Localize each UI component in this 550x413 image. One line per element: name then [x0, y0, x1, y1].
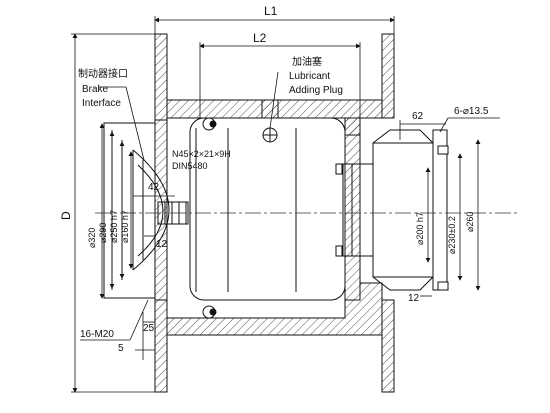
dim-200-label: ⌀200 h7 — [415, 212, 425, 245]
dimension-lines — [71, 16, 500, 393]
brake-interface-en-2: Interface — [82, 98, 121, 109]
right-flange — [381, 33, 395, 119]
dim-25-label: 25 — [143, 323, 155, 334]
left-flange — [154, 33, 168, 121]
dim-5-label: 5 — [118, 343, 124, 354]
motor-flange — [335, 129, 449, 291]
dim-12-left-label: 12 — [156, 239, 168, 250]
dim-320-label: ⌀320 — [87, 227, 97, 248]
spline-spec-2: DIN5480 — [172, 161, 208, 171]
lubricant-plug — [261, 99, 279, 143]
brake-interface-cn: 制动器接口 — [78, 69, 128, 80]
dim-290-label: ⌀290 — [98, 222, 108, 243]
dim-42-label: 42 — [148, 182, 160, 193]
dim-230-label: ⌀230±0.2 — [447, 216, 457, 254]
dim-62-label: 62 — [412, 111, 424, 122]
bearings — [202, 117, 217, 319]
dim-d-label: D — [59, 211, 73, 220]
dim-12-right-label: 12 — [408, 293, 420, 304]
dim-l1-label: L1 — [264, 4, 278, 18]
dim-l2-label: L2 — [253, 31, 267, 45]
dim-160-label: ⌀160 h7 — [120, 210, 130, 243]
dim-260-label: ⌀260 — [465, 211, 475, 232]
dim-bolt-holes-label: 6-⌀13.5 — [454, 106, 489, 117]
dim-250-label: ⌀250 h7 — [109, 210, 119, 243]
bottom-wall — [166, 282, 383, 336]
lubricant-plug-cn: 加油塞 — [292, 57, 322, 68]
brake-interface-en-1: Brake — [82, 84, 109, 95]
spline-spec-1: N45×2×21×9H — [172, 149, 231, 159]
dim-thread-label: 16-M20 — [80, 329, 114, 340]
inner-drum — [189, 117, 346, 301]
lubricant-plug-en-1: Lubricant — [289, 71, 331, 82]
lubricant-plug-en-2: Adding Plug — [289, 85, 343, 96]
